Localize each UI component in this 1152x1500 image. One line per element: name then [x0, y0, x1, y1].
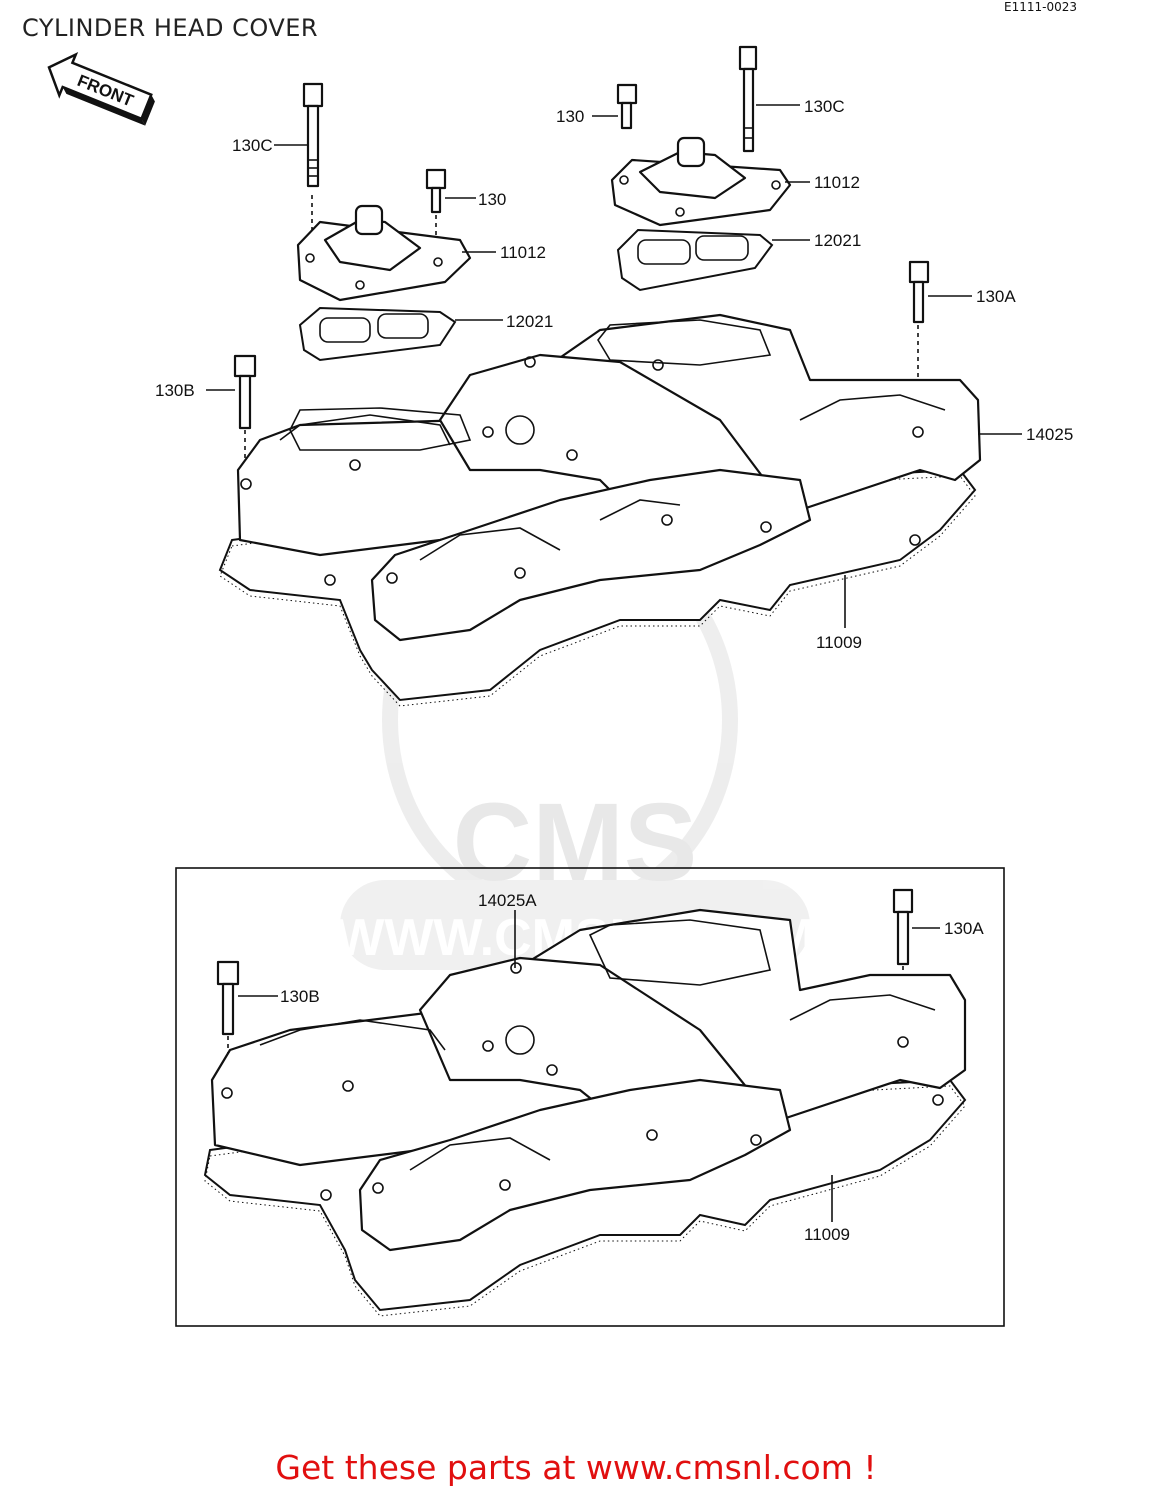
bolt-130-right — [616, 83, 638, 130]
cylinder-head-cover-14025 — [218, 313, 982, 707]
footer-link[interactable]: Get these parts at www.cmsnl.com ! — [275, 1448, 877, 1487]
lower-assembly: 14025A 130A 130B 11009 — [175, 867, 1005, 1327]
label-11012-right: 11012 — [814, 173, 860, 192]
label-130-left: 130 — [478, 190, 506, 209]
label-130a-lower: 130A — [944, 919, 984, 938]
front-arrow-icon: FRONT — [47, 51, 155, 126]
cap-11012-left — [296, 204, 472, 302]
label-130a-upper: 130A — [976, 287, 1016, 306]
label-12021-right: 12021 — [814, 231, 861, 250]
watermark-logo: CMS — [453, 781, 697, 904]
footer-promo[interactable]: Get these parts at www.cmsnl.com ! — [0, 1448, 1152, 1487]
label-130c-left: 130C — [232, 136, 273, 155]
label-130c-right: 130C — [804, 97, 845, 116]
page-title: CYLINDER HEAD COVER — [22, 14, 319, 42]
label-130b-lower: 130B — [280, 987, 320, 1006]
bolt-130a-upper — [908, 260, 930, 385]
label-11012-left: 11012 — [500, 243, 546, 262]
label-11009-lower: 11009 — [804, 1225, 850, 1244]
upper-assembly: 130C 130 11012 12021 130 130C 11012 1202… — [155, 45, 1073, 707]
gasket-12021-left — [298, 306, 457, 362]
label-14025a: 14025A — [478, 891, 537, 910]
diagram-code: E1111-0023 — [1004, 0, 1077, 14]
variant-box — [175, 867, 1005, 1327]
bolt-130c-left — [302, 82, 324, 240]
gasket-12021-right — [616, 228, 774, 292]
label-11009-upper: 11009 — [816, 633, 862, 652]
label-130b-upper: 130B — [155, 381, 195, 400]
cylinder-head-cover-14025a — [203, 908, 967, 1317]
bolt-130a-lower — [892, 888, 914, 1040]
bolt-130c-right — [738, 45, 758, 153]
bolt-130-left — [425, 168, 447, 245]
label-14025: 14025 — [1026, 425, 1073, 444]
label-130-right: 130 — [556, 107, 584, 126]
label-12021-left: 12021 — [506, 312, 553, 331]
cap-11012-right — [610, 136, 792, 227]
